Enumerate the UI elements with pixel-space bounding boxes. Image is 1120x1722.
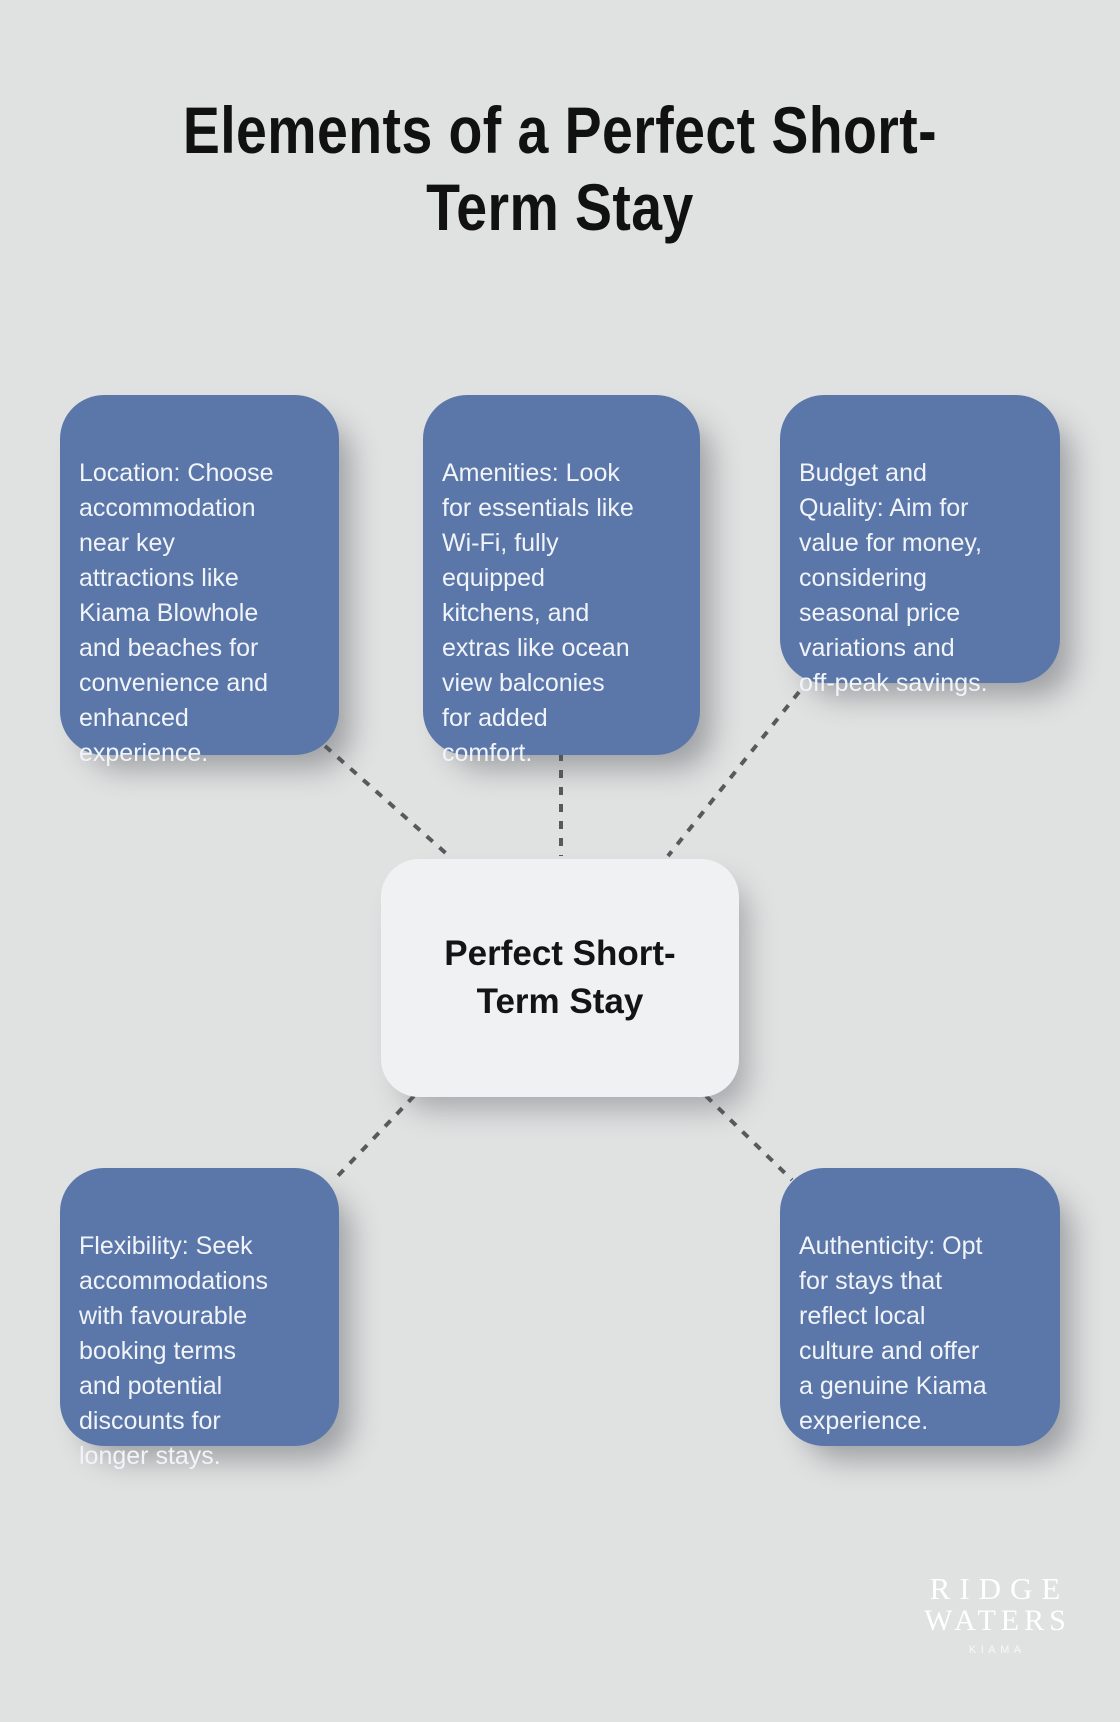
brand-logo-waters: WATERS — [924, 1604, 1071, 1637]
card-budget-quality: Budget and Quality: Aim for value for mo… — [780, 395, 1060, 697]
card-budget-quality-text: Budget and Quality: Aim for value for mo… — [799, 459, 988, 697]
connector-location-center — [323, 744, 451, 858]
card-amenities: Amenities: Look for essentials like Wi-F… — [423, 395, 700, 767]
brand-logo: RIDGE WATERS KIAMA — [878, 1572, 1112, 1657]
card-flexibility: Flexibility: Seek accommodations with fa… — [60, 1168, 339, 1470]
card-amenities-text: Amenities: Look for essentials like Wi-F… — [442, 459, 634, 767]
center-node-label: Perfect Short- Term Stay — [444, 934, 676, 1021]
card-location: Location: Choose accommodation near key … — [60, 395, 339, 767]
brand-logo-ridge: RIDGE — [929, 1571, 1070, 1606]
center-node: Perfect Short- Term Stay — [381, 859, 739, 1097]
connector-authenticity-center — [704, 1094, 794, 1182]
card-flexibility-text: Flexibility: Seek accommodations with fa… — [79, 1232, 268, 1470]
brand-logo-kiama: KIAMA — [968, 1644, 1026, 1656]
card-authenticity: Authenticity: Opt for stays that reflect… — [780, 1168, 1060, 1446]
page-title-text: Elements of a Perfect Short- Term Stay — [182, 93, 938, 244]
card-location-text: Location: Choose accommodation near key … — [79, 459, 274, 767]
page-title: Elements of a Perfect Short- Term Stay — [0, 92, 1120, 246]
connector-flexibility-center — [330, 1094, 416, 1184]
card-authenticity-text: Authenticity: Opt for stays that reflect… — [799, 1232, 987, 1435]
